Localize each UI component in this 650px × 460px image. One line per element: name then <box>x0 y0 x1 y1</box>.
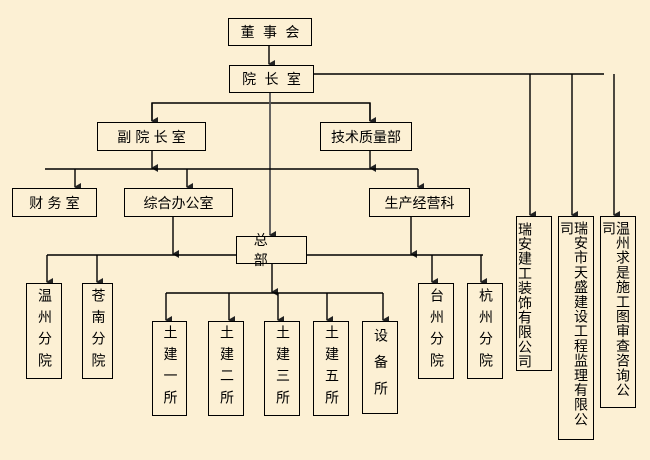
node-company-decoration-label: 瑞安建工装饰有限公司 <box>516 222 532 369</box>
node-tech-quality-dept: 技术质量部 <box>320 122 412 151</box>
node-production-dept-label: 生产经营科 <box>384 195 455 212</box>
node-hangzhou-branch-label: 杭州分院 <box>477 287 493 375</box>
node-vice-president-office: 副院长室 <box>97 122 206 151</box>
edge-president-split <box>151 102 371 121</box>
node-general-office-label: 综合办公室 <box>143 195 214 212</box>
node-cangnan-branch-label: 苍南分院 <box>89 287 106 375</box>
node-hangzhou-branch: 杭州分院 <box>467 283 503 379</box>
node-president-office: 院长室 <box>229 65 314 93</box>
node-civil-3: 土建三所 <box>264 321 300 416</box>
node-equipment: 设备所 <box>362 321 398 414</box>
node-civil-3-label: 土建三所 <box>274 325 290 412</box>
node-vice-president-office-label: 副院长室 <box>117 129 190 146</box>
node-taizhou-branch-label: 台州分院 <box>428 287 444 375</box>
node-headquarters: 总部 <box>236 233 307 269</box>
node-president-office-label: 院长室 <box>242 72 310 88</box>
node-cangnan-branch: 苍南分院 <box>82 283 113 379</box>
node-civil-1-label: 土建一所 <box>161 325 178 412</box>
node-civil-1: 土建一所 <box>152 321 187 416</box>
node-tech-quality-dept-label: 技术质量部 <box>331 129 401 146</box>
node-board: 董事会 <box>228 18 312 46</box>
node-company-supervision-label: 瑞安市天盛建设工程监理有限公司 <box>558 221 588 427</box>
node-headquarters-label: 总部 <box>253 233 285 269</box>
node-wenzhou-branch: 温州分院 <box>26 283 62 379</box>
node-wenzhou-branch-label: 温州分院 <box>36 287 52 375</box>
node-equipment-label: 设备所 <box>372 327 388 408</box>
node-company-review-label: 温州求是施工图审查咨询公司 <box>600 221 630 398</box>
node-civil-2: 土建二所 <box>208 321 244 416</box>
node-general-office: 综合办公室 <box>124 188 233 217</box>
node-taizhou-branch: 台州分院 <box>418 283 454 379</box>
node-production-dept: 生产经营科 <box>369 188 470 217</box>
node-company-review: 温州求是施工图审查咨询公司 <box>600 216 636 408</box>
node-civil-5: 土建五所 <box>313 321 349 416</box>
node-board-label: 董事会 <box>240 25 308 41</box>
node-finance-office: 财务室 <box>12 188 97 217</box>
node-company-decoration: 瑞安建工装饰有限公司 <box>516 216 552 371</box>
node-finance-office-label: 财务室 <box>29 195 84 212</box>
node-civil-2-label: 土建二所 <box>218 325 234 412</box>
node-civil-5-label: 土建五所 <box>323 325 339 412</box>
node-company-supervision: 瑞安市天盛建设工程监理有限公司 <box>558 216 594 440</box>
